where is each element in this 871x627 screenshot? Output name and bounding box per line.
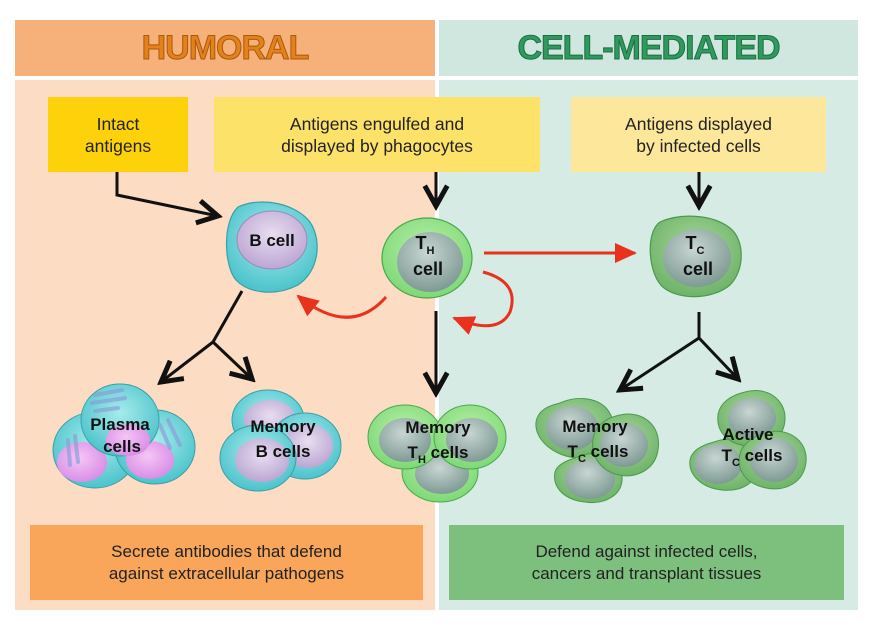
tc-cell-label: cell <box>683 259 713 279</box>
humoral-title: HUMORAL <box>141 29 310 68</box>
plasma-cells-label-2: cells <box>103 437 141 456</box>
memory-tc-rest: cells <box>586 442 629 461</box>
svg-text:TH cells: TH cells <box>408 443 469 466</box>
cell-mediated-outcome-box: Defend against infected cells, cancers a… <box>449 525 844 600</box>
tc-cell: TC cell <box>649 215 742 298</box>
b-cell: B cell <box>225 201 318 293</box>
arrow-intact-to-bcell <box>115 172 218 216</box>
plasma-cells-label-1: Plasma <box>90 415 150 434</box>
memory-b-label-1: Memory <box>250 417 316 436</box>
infected-cells-antigens-box: Antigens displayed by infected cells <box>571 97 826 172</box>
arrow-to-memory-tc <box>620 336 700 390</box>
memory-th-rest: cells <box>426 443 469 462</box>
arrow-bcell-split <box>211 290 244 343</box>
active-tc-sub: C <box>732 457 740 469</box>
th-cell-label: cell <box>413 259 443 279</box>
plasma-cells: Plasma cells <box>52 383 196 489</box>
arrow-th-self-activation <box>452 270 514 335</box>
active-tc-t: T <box>722 446 733 465</box>
memory-th-sub: H <box>418 454 426 466</box>
active-tc-label-1: Active <box>722 425 773 444</box>
th-cell-t: T <box>416 233 427 253</box>
humoral-header-band <box>15 20 435 76</box>
memory-tc-sub: C <box>578 453 586 465</box>
engulfed-antigens-box: Antigens engulfed and displayed by phago… <box>214 97 540 172</box>
arrow-to-memory-bcells <box>211 340 252 379</box>
memory-tc-cells: Memory TC cells <box>535 397 659 504</box>
intact-antigens-box: Intact antigens <box>48 97 188 172</box>
memory-th-cells: Memory TH cells <box>367 404 507 503</box>
memory-b-cells: Memory B cells <box>219 389 342 492</box>
active-tc-cells: Active TC cells <box>689 390 807 491</box>
active-tc-rest: cells <box>740 446 783 465</box>
svg-text:TH: TH <box>416 233 435 257</box>
arrow-to-active-tc <box>697 336 738 379</box>
tc-cell-t: T <box>686 233 697 253</box>
th-cell: TH cell <box>381 217 473 299</box>
b-cell-label: B cell <box>249 231 294 250</box>
arrow-to-plasma-cells <box>161 340 214 382</box>
memory-tc-t: T <box>568 442 579 461</box>
memory-b-label-2: B cells <box>256 442 311 461</box>
memory-th-label-1: Memory <box>405 418 471 437</box>
arrow-th-activates-bcell <box>296 294 388 319</box>
tc-cell-sub: C <box>697 245 705 257</box>
humoral-outcome-box: Secrete antibodies that defend against e… <box>30 525 423 600</box>
svg-text:TC cells: TC cells <box>722 446 783 469</box>
th-cell-sub: H <box>427 245 435 257</box>
svg-text:TC cells: TC cells <box>568 442 629 465</box>
memory-tc-label-1: Memory <box>562 417 628 436</box>
svg-text:TC: TC <box>686 233 705 257</box>
cell-mediated-title: CELL-MEDIATED <box>517 29 781 68</box>
memory-th-t: T <box>408 443 419 462</box>
cell-mediated-header-band <box>439 20 858 76</box>
